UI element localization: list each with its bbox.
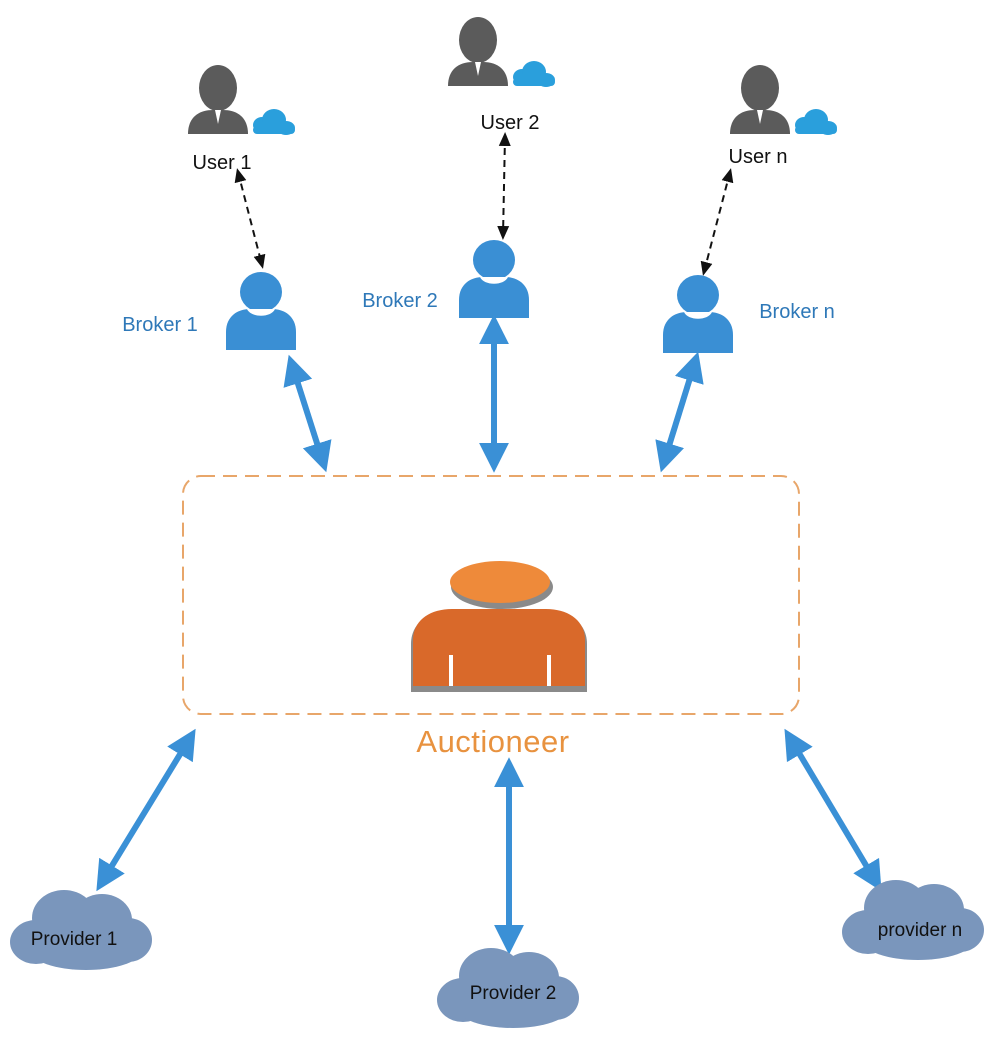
broker-n: Broker n bbox=[663, 275, 835, 353]
broker-1: Broker 1 bbox=[122, 272, 296, 350]
user-broker-arrow bbox=[234, 168, 266, 269]
broker-2: Broker 2 bbox=[362, 240, 529, 318]
user-label: User n bbox=[729, 146, 788, 168]
auctioneer-provider-arrow bbox=[96, 728, 196, 892]
auctioneer-provider-arrow bbox=[784, 728, 882, 892]
user-label: User 2 bbox=[481, 112, 540, 134]
broker-label: Broker 1 bbox=[122, 314, 198, 336]
user-broker-arrow bbox=[497, 132, 511, 240]
user-2: User 2 bbox=[448, 17, 559, 134]
broker-icon bbox=[459, 240, 529, 318]
auctioneer-label: Auctioneer bbox=[416, 724, 569, 759]
broker-icon bbox=[226, 272, 296, 350]
provider-1: Provider 1 bbox=[10, 890, 152, 970]
provider-label: provider n bbox=[878, 920, 963, 941]
auctioneer-icon bbox=[411, 561, 587, 692]
user-cloud-icon bbox=[188, 65, 299, 136]
broker-auctioneer-arrow bbox=[655, 351, 704, 473]
broker-icon bbox=[663, 275, 733, 353]
provider-2: Provider 2 bbox=[437, 948, 579, 1028]
user-broker-arrow bbox=[700, 168, 734, 276]
broker-label: Broker 2 bbox=[362, 290, 438, 312]
provider-label: Provider 2 bbox=[470, 983, 557, 1004]
auctioneer-box bbox=[182, 475, 800, 715]
provider-n: provider n bbox=[842, 880, 984, 960]
broker-auctioneer-arrow bbox=[283, 354, 332, 473]
user-cloud-icon bbox=[448, 17, 559, 88]
user-label: User 1 bbox=[193, 152, 252, 174]
user-1: User 1 bbox=[188, 65, 299, 174]
user-n: User n bbox=[729, 65, 841, 168]
user-cloud-icon bbox=[730, 65, 841, 136]
provider-label: Provider 1 bbox=[31, 929, 118, 950]
broker-label: Broker n bbox=[759, 301, 835, 323]
